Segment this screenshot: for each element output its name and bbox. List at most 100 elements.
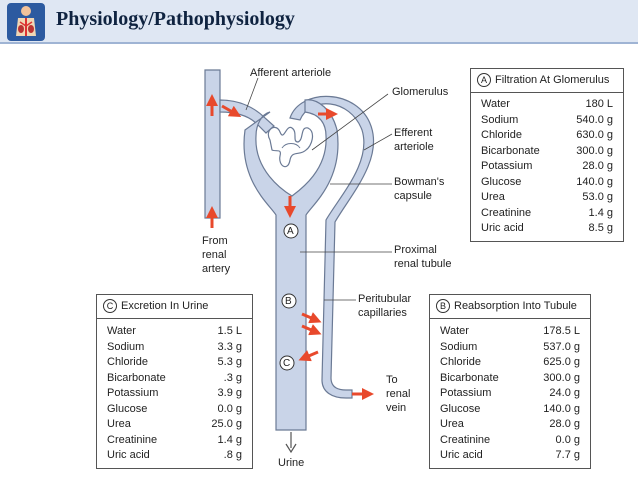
peritubular-label-1: Peritubular <box>358 293 412 305</box>
reabsorption-row-name: Chloride <box>440 356 481 368</box>
excretion-row-value: 1.4 g <box>217 433 242 446</box>
reabsorption-row-name: Glucose <box>440 402 481 415</box>
reabsorption-row-name: Uric acid <box>440 449 483 461</box>
reabsorption-row-name: Potassium <box>440 387 492 399</box>
renal-artery-label-2: renal <box>202 249 227 261</box>
filtration-rows: Water 180 L Sodium 540.0 g Chloride 630.0 g Bi… <box>481 97 613 237</box>
filtration-row-value: 140.0 g <box>576 175 613 188</box>
filtration-row: Bicarbonate 300.0 g <box>481 144 613 160</box>
renal-vein-label-3: vein <box>386 402 407 414</box>
excretion-row-value: 25.0 g <box>211 418 242 430</box>
filtration-row-name: Water <box>481 98 510 110</box>
leader-lines <box>245 77 393 301</box>
filtration-row-name: Uric acid <box>481 222 524 234</box>
excretion-row-name: Bicarbonate <box>107 371 166 384</box>
filtration-row-value: 53.0 g <box>582 191 613 203</box>
filtration-row-name: Creatinine <box>481 206 532 219</box>
filtration-row-name: Bicarbonate <box>481 144 540 157</box>
peritubular-label-2: capillaries <box>358 307 407 319</box>
kidney-anatomy-logo-icon <box>7 3 45 41</box>
marker-a <box>283 223 299 239</box>
bowmans-capsule-label-2: capsule <box>394 190 432 202</box>
reabsorption-arrow-1 <box>301 312 322 324</box>
excretion-row: Uric acid .8 g <box>107 448 242 464</box>
marker-c <box>279 355 295 371</box>
filtration-row-value: 180 L <box>585 98 613 110</box>
header-bar: Physiology/Pathophysiology <box>0 0 638 44</box>
proximal-tubule-label-2: renal tubule <box>394 258 452 270</box>
filtration-row-name: Sodium <box>481 113 519 126</box>
efferent-arteriole-label-2: arteriole <box>394 141 434 153</box>
efferent-peritubular-loop <box>289 95 375 399</box>
excretion-row-value: .3 g <box>223 371 242 384</box>
reabsorption-arrow-2 <box>301 324 322 336</box>
reabsorption-row-value: 537.0 g <box>543 340 580 353</box>
filtration-row: Sodium 540.0 g <box>481 113 613 129</box>
bowmans-capsule-label-1: Bowman's <box>394 176 445 188</box>
excretion-row: Bicarbonate .3 g <box>107 371 242 387</box>
reabsorption-row-name: Urea <box>440 418 464 430</box>
excretion-row-value: 3.9 g <box>217 387 242 399</box>
excretion-row: Creatinine 1.4 g <box>107 433 242 449</box>
glomerulus-label: Glomerulus <box>392 86 449 98</box>
excretion-row-value: .8 g <box>223 449 242 461</box>
excretion-row-name: Chloride <box>107 356 148 368</box>
filtration-row-value: 540.0 g <box>576 113 613 126</box>
filtration-row: Water 180 L <box>481 97 613 113</box>
flow-arrows <box>206 94 374 400</box>
renal-vein-label-1: To <box>386 374 398 386</box>
renal-artery-label-1: From <box>202 235 228 247</box>
proximal-tubule-label-1: Proximal <box>394 244 437 256</box>
reabsorption-row-value: 0.0 g <box>555 433 580 446</box>
excretion-row-value: 3.3 g <box>217 340 242 353</box>
excretion-row-name: Creatinine <box>107 433 158 446</box>
filtration-row-value: 300.0 g <box>576 144 613 157</box>
excretion-row-name: Uric acid <box>107 449 150 461</box>
filtration-row-name: Chloride <box>481 129 522 141</box>
reabsorption-row: Uric acid 7.7 g <box>440 448 580 464</box>
reabsorption-row-name: Sodium <box>440 340 478 353</box>
reabsorption-row: Potassium 24.0 g <box>440 386 580 402</box>
reabsorption-row-value: 7.7 g <box>555 449 580 461</box>
efferent-arteriole-label-1: Efferent <box>394 127 433 139</box>
urine-label: Urine <box>278 457 305 469</box>
marker-b <box>281 293 297 309</box>
filtration-title-text: Filtration At Glomerulus <box>495 73 610 86</box>
renal-artery-label-3: artery <box>202 263 231 275</box>
filtration-row-value: 28.0 g <box>582 160 613 172</box>
reabsorption-row-name: Creatinine <box>440 433 491 446</box>
excretion-row-value: 0.0 g <box>217 402 242 415</box>
reabsorption-row-value: 24.0 g <box>549 387 580 399</box>
marker-b-label: B <box>285 296 292 307</box>
secretion-arrow <box>298 350 319 362</box>
reabsorption-row-name: Water <box>440 325 469 337</box>
renal-artery-vessel <box>204 69 221 219</box>
filtration-row-value: 630.0 g <box>576 129 613 141</box>
excretion-row-name: Glucose <box>107 402 148 415</box>
glomerulus-tuft <box>267 126 314 168</box>
renal-vein-label-2: renal <box>386 388 411 400</box>
filtration-row-name: Glucose <box>481 175 522 188</box>
excretion-row: Glucose 0.0 g <box>107 402 242 418</box>
excretion-title-text: Excretion In Urine <box>121 299 209 312</box>
excretion-row-name: Water <box>107 325 136 337</box>
filtration-row: Chloride 630.0 g <box>481 128 613 144</box>
